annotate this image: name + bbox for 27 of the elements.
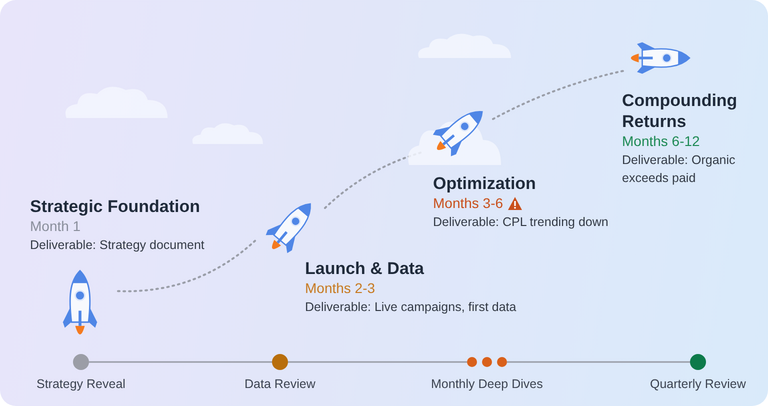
timeline-dot xyxy=(272,354,288,370)
timeline-line xyxy=(288,361,467,363)
milestone-period: Months 2-3 xyxy=(305,279,376,298)
milestone-title: Compounding Returns xyxy=(622,91,738,131)
milestone-title: Optimization xyxy=(433,174,536,193)
dotted-path xyxy=(117,240,256,292)
milestone-label: Data Review xyxy=(244,377,316,391)
deliverable-text: Deliverable: Live campaigns, first data xyxy=(305,300,516,314)
deliverable-text: Deliverable: Strategy document xyxy=(30,238,204,252)
milestone-title: Strategic Foundation xyxy=(30,197,200,216)
timeline-dot xyxy=(690,354,706,370)
milestone-period: Month 1 xyxy=(30,217,81,236)
timeline-line xyxy=(89,361,272,363)
milestone-label: Quarterly Review xyxy=(650,377,746,391)
milestone-period: Months 6-12 xyxy=(622,132,700,151)
timeline-line xyxy=(507,361,690,363)
timeline-dot xyxy=(73,354,89,370)
milestone-title: Launch & Data xyxy=(305,259,424,278)
milestone-label: Monthly Deep Dives xyxy=(431,377,543,391)
deliverable-text: Deliverable: CPL trending down xyxy=(433,215,608,229)
milestone-period: Months 3-6 xyxy=(433,194,504,213)
deliverable-text: Deliverable: Organic exceeds paid xyxy=(622,153,736,185)
timeline-dot xyxy=(482,357,492,367)
milestone-label: Strategy Reveal xyxy=(36,377,126,391)
timeline-dot xyxy=(467,357,477,367)
dotted-path xyxy=(492,70,624,120)
timeline-dot xyxy=(497,357,507,367)
